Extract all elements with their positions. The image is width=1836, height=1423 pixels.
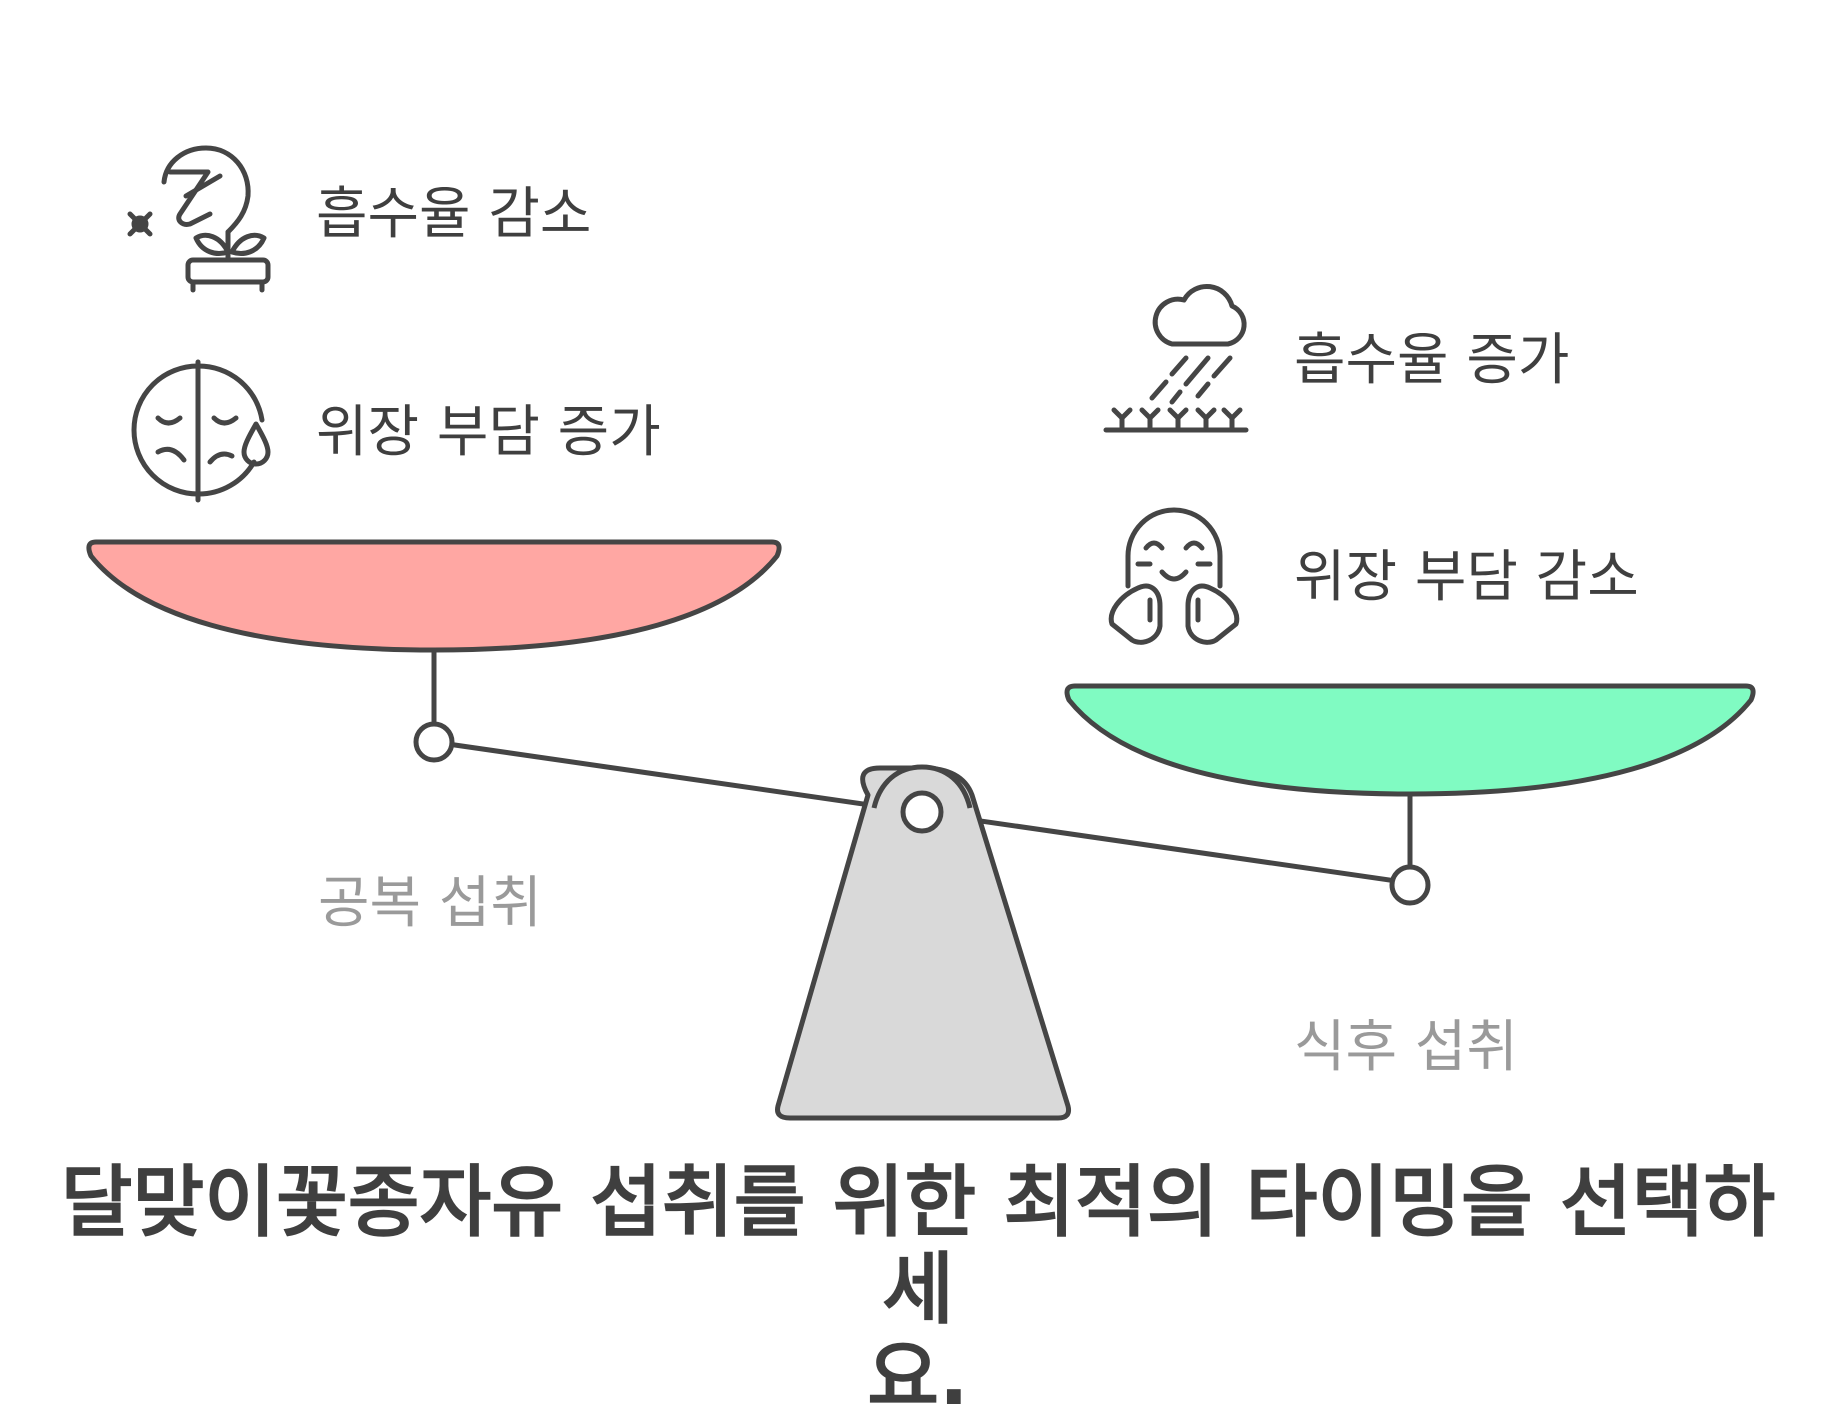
scale-fulcrum [775, 765, 1071, 1121]
page-title: 달맞이꽃종자유 섭취를 위한 최적의 타이밍을 선택하세 요. [60, 1158, 1776, 1423]
title-line-1: 달맞이꽃종자유 섭취를 위한 최적의 타이밍을 선택하세 [60, 1158, 1776, 1336]
right-item-2-label: 위장 부담 감소 [1294, 545, 1639, 610]
left-pan [86, 539, 782, 653]
rain-cloud-grass-icon [1103, 283, 1249, 433]
wilting-plant-icon [127, 145, 271, 293]
left-hinge [413, 721, 455, 763]
left-item-2-label: 위장 부담 증가 [316, 400, 661, 465]
right-item-1-label: 흡수율 증가 [1294, 328, 1570, 393]
fulcrum-pivot [900, 790, 944, 834]
balance-scale [86, 145, 1756, 1121]
right-side-label: 식후 섭취 [1294, 1015, 1518, 1080]
left-item-1-label: 흡수율 감소 [316, 182, 592, 247]
happy-face-icon [1108, 507, 1240, 645]
right-hinge [1389, 864, 1431, 906]
right-pan [1064, 683, 1756, 797]
left-side-label: 공복 섭취 [318, 871, 542, 936]
title-line-2: 요. [867, 1332, 969, 1423]
sad-face-icon [131, 359, 271, 503]
